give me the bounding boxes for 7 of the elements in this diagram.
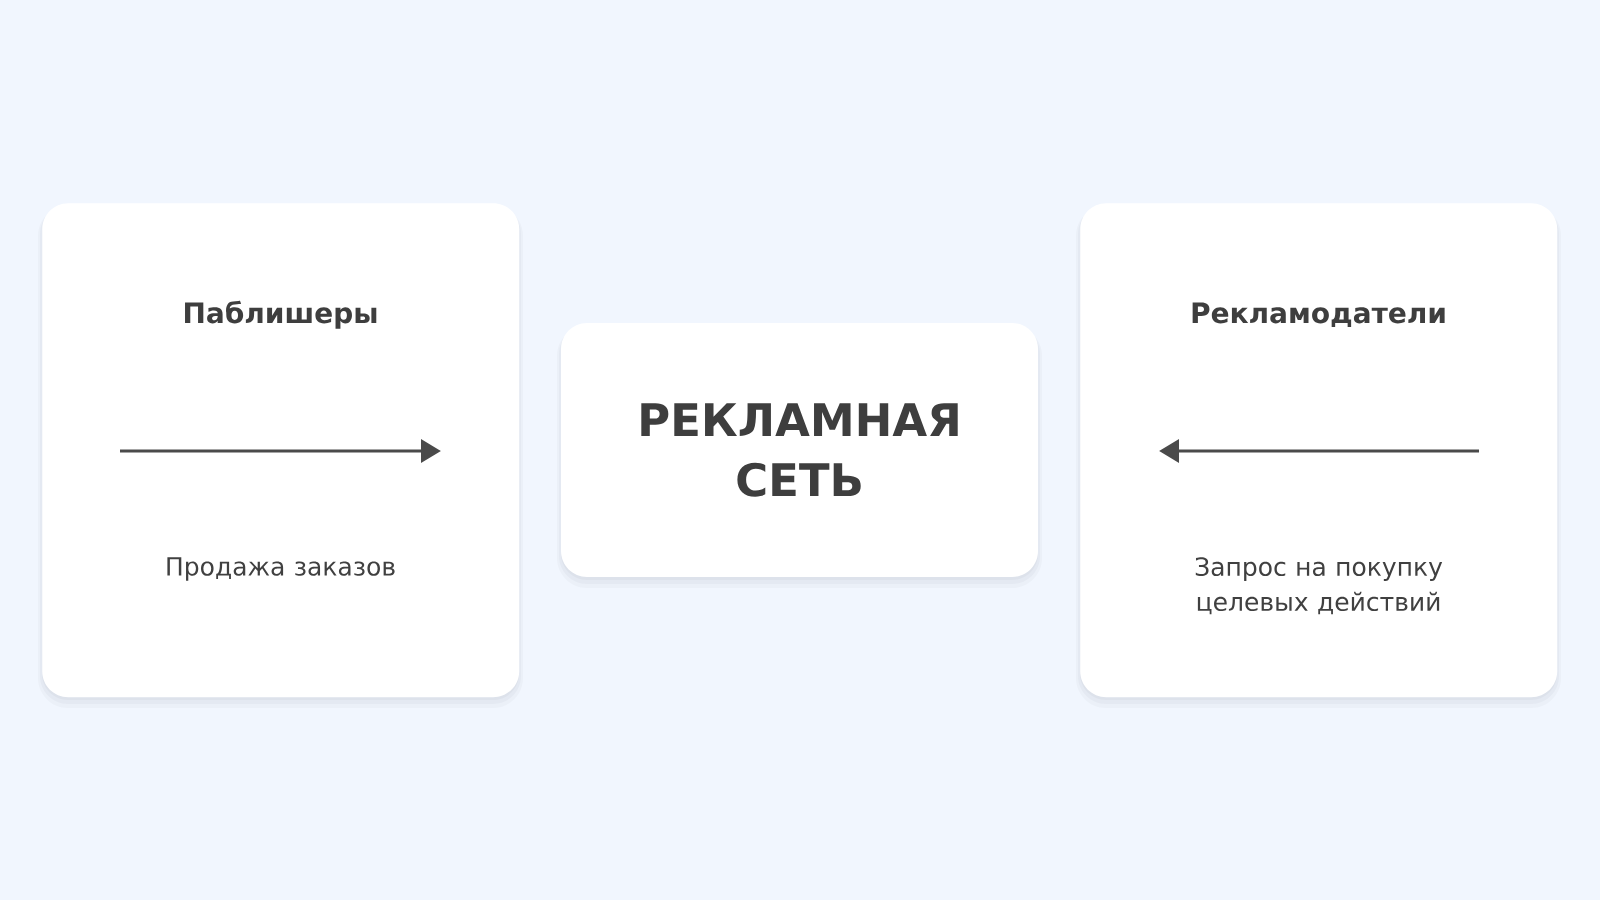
card-text: Продажа заказов [167,557,395,581]
network-box: РЕКЛАМНАЯ СЕТЬ [557,323,1042,588]
card-heading: Рекламодатели [1192,302,1445,327]
card-heading: Паблишеры [185,300,377,329]
card-text: Запрос на покупку целевых действий [1195,557,1443,615]
card [1076,203,1561,708]
card [38,203,523,708]
